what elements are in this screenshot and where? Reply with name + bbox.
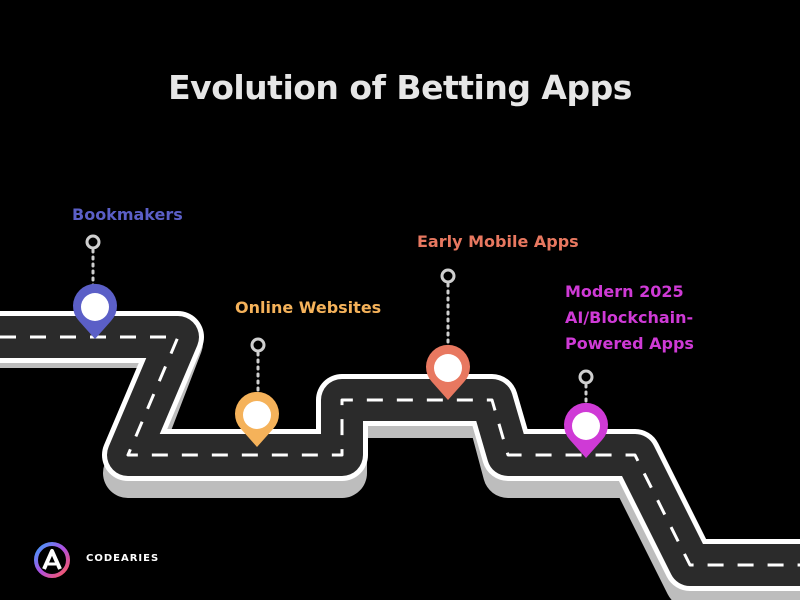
- location-pin-icon: [426, 344, 470, 400]
- location-pin-icon: [73, 283, 117, 339]
- stage-connector-online-websites: [250, 337, 266, 395]
- stage-connector-bookmakers: [85, 234, 101, 290]
- stage-label-line: Early Mobile Apps: [417, 232, 579, 251]
- brand-name: CODEARIES: [86, 553, 160, 564]
- lane-marking: [0, 335, 800, 567]
- stage-label-bookmakers: Bookmakers: [72, 202, 183, 228]
- stage-label-line: Modern 2025: [565, 282, 684, 301]
- location-pin-icon: [564, 402, 608, 458]
- stage-connector-modern-apps: [578, 369, 594, 407]
- stage-label-online-websites: Online Websites: [235, 295, 381, 321]
- page-title: Evolution of Betting Apps: [168, 68, 632, 107]
- location-pin-icon: [235, 391, 279, 447]
- stage-label-early-mobile-apps: Early Mobile Apps: [417, 229, 579, 255]
- road-asphalt: [0, 316, 800, 586]
- stage-label-modern-apps: Modern 2025 AI/Blockchain- Powered Apps: [565, 279, 694, 357]
- stage-connector-early-mobile-apps: [440, 268, 456, 347]
- codearies-logo-icon: [34, 542, 70, 578]
- stage-label-line: Bookmakers: [72, 205, 183, 224]
- stage-label-line: AI/Blockchain-: [565, 308, 694, 327]
- stage-label-line: Powered Apps: [565, 334, 694, 353]
- stage-label-line: Online Websites: [235, 298, 382, 317]
